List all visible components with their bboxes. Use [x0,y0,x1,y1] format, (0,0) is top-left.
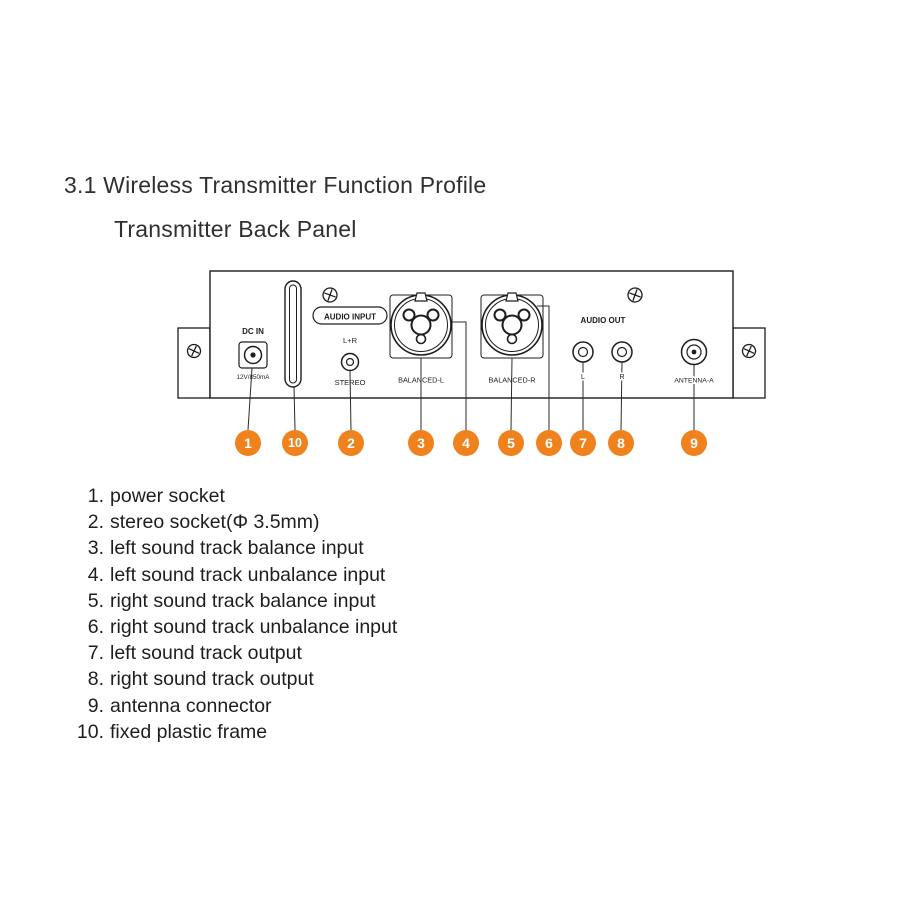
callout-10-number: 10 [288,436,302,450]
out-l-label: L [581,374,585,381]
callout-6: 6 [536,430,562,456]
legend-item-7: 7. left sound track output [74,640,397,666]
l-plus-r-label: L+R [343,336,358,345]
legend-item-1: 1. power socket [74,483,397,509]
back-panel-diagram: DC IN 12V/850mA AUDIO INPUT L+R STEREO [177,270,766,456]
legend-number: 8. [87,668,104,691]
callout-4: 4 [453,430,479,456]
legend-text: fixed plastic frame [110,720,268,743]
antenna-label: ANTENNA-A [674,378,714,385]
legend-text: power socket [110,485,225,507]
callout-badges: 1 10 2 3 4 5 6 [235,430,707,456]
legend-number: 3. [87,537,104,560]
screw-icon [322,287,338,303]
legend-text: antenna connector [110,694,272,717]
mounting-ear-left [177,327,211,399]
legend-item-8: 8. right sound track output [74,666,397,692]
leader-line-6 [537,305,550,430]
callout-9-number: 9 [690,435,698,451]
legend-number: 5. [87,589,104,612]
legend-item-9: 9. antenna connector [74,693,397,719]
callout-5: 5 [498,430,524,456]
legend-text: stereo socket(Φ 3.5mm) [110,511,320,534]
leader-line-1 [247,367,253,431]
mounting-ear-right [732,327,766,399]
legend-item-6: 6. right sound track unbalance input [74,614,398,640]
legend-text: right sound track balance input [110,589,376,612]
callout-7-number: 7 [579,435,587,451]
dc-in-label: DC IN [242,327,264,336]
legend-list: 1. power socket 2. stereo socket(Φ 3.5mm… [74,483,397,745]
dc-rating-label: 12V/850mA [237,374,271,381]
callout-2: 2 [338,430,364,456]
antenna-connector [680,338,708,366]
callout-8-number: 8 [617,435,625,451]
legend-text: right sound track unbalance input [110,616,398,639]
legend-number: 7. [87,642,104,665]
callout-7: 7 [570,430,596,456]
legend-text: left sound track balance input [110,537,364,560]
callout-1: 1 [235,430,261,456]
legend-number: 1. [87,485,104,507]
callout-3: 3 [408,430,434,456]
out-r-label: R [619,374,624,381]
callout-4-number: 4 [462,435,470,451]
legend-text: right sound track output [110,668,314,691]
legend-number: 10. [76,720,104,743]
audio-out-label: AUDIO OUT [581,316,626,325]
power-socket: DC IN 12V/850mA [237,327,271,381]
leader-line-8 [620,361,623,431]
callout-1-number: 1 [244,435,252,451]
plastic-frame-slot [284,280,302,388]
legend-number: 4. [87,563,104,586]
screw-icon [186,343,202,359]
legend-item-3: 3. left sound track balance input [74,535,397,561]
panel-body [209,270,734,399]
callout-3-number: 3 [417,435,425,451]
legend-number: 9. [87,694,104,717]
leader-line-5 [510,357,513,431]
screw-icon [627,287,643,303]
screw-icons [186,287,757,359]
leader-line-10 [293,386,296,431]
leader-line-4 [452,321,467,430]
legend-item-4: 4. left sound track unbalance input [74,562,397,588]
legend-text: left sound track unbalance input [110,563,386,586]
legend-number: 6. [87,616,104,639]
callout-9: 9 [681,430,707,456]
leader-lines [247,305,695,431]
section-title: 3.1 Wireless Transmitter Function Profil… [64,172,487,198]
legend-item-5: 5. right sound track balance input [74,588,397,614]
legend-item-10: 10. fixed plastic frame [74,719,397,745]
legend-text: left sound track output [110,642,302,665]
callout-8: 8 [608,430,634,456]
audio-input-badge: AUDIO INPUT [312,306,388,325]
callout-2-number: 2 [347,435,355,451]
page-subtitle: Transmitter Back Panel [114,216,357,242]
callout-6-number: 6 [545,435,553,451]
legend-item-2: 2. stereo socket(Φ 3.5mm) [74,509,397,535]
screw-icon [741,343,757,359]
audio-input-label: AUDIO INPUT [324,313,376,322]
legend-number: 2. [87,511,104,534]
callout-5-number: 5 [507,435,515,451]
leader-line-2 [349,370,352,431]
callout-10: 10 [282,430,308,456]
